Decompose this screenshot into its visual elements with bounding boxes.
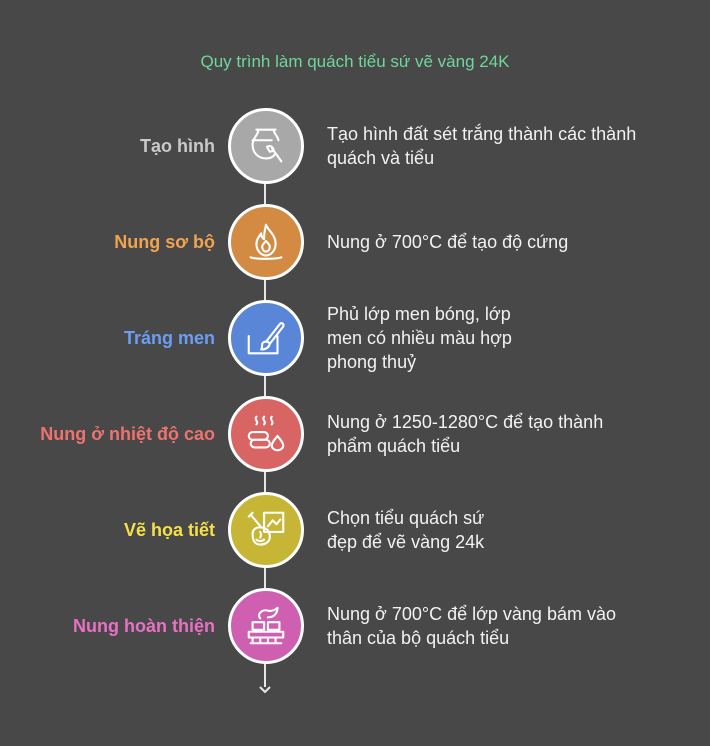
- kiln-tray-icon: [228, 588, 304, 664]
- step-nung-hoan-thien: Nung hoàn thiện Nung ở 700°C để lớp vàng…: [0, 588, 710, 668]
- step-description: Phủ lớp men bóng, lớp men có nhiều màu h…: [327, 304, 512, 372]
- step-description: Chọn tiểu quách sứ đẹp để vẽ vàng 24k: [327, 508, 485, 552]
- step-description: Nung ở 700°C để tạo độ cứng: [327, 232, 569, 252]
- step-label: Tạo hình: [140, 135, 215, 156]
- step-label: Nung sơ bộ: [114, 231, 215, 252]
- step-description: Tạo hình đất sét trắng thành các thành q…: [327, 124, 637, 168]
- step-nung-nhiet-do-cao: Nung ở nhiệt độ cao Nung ở 1250-1280°C đ…: [0, 396, 710, 476]
- step-description: Nung ở 700°C để lớp vàng bám vào thân củ…: [327, 604, 616, 648]
- vase-icon: [228, 108, 304, 184]
- flame-icon: [228, 204, 304, 280]
- step-label: Vẽ họa tiết: [123, 519, 215, 540]
- step-label: Nung hoàn thiện: [73, 615, 215, 636]
- step-ve-hoa-tiet: Vẽ họa tiết Chọn tiểu quách sứ đẹp để vẽ…: [0, 492, 710, 572]
- step-tao-hinh: Tạo hình Tạo hình đất sét trắng thành cá…: [0, 108, 710, 188]
- glaze-brush-icon: [228, 300, 304, 376]
- step-description: Nung ở 1250-1280°C để tạo thành phẩm quá…: [327, 412, 604, 456]
- diagram-title: Quy trình làm quách tiểu sứ vẽ vàng 24K: [200, 52, 510, 71]
- paint-pattern-icon: [228, 492, 304, 568]
- step-label: Tráng men: [123, 327, 215, 348]
- step-nung-so-bo: Nung sơ bộ Nung ở 700°C để tạo độ cứng: [0, 204, 710, 284]
- high-heat-icon: [228, 396, 304, 472]
- step-label: Nung ở nhiệt độ cao: [40, 423, 215, 444]
- arrow-down-icon: [259, 686, 271, 694]
- step-trang-men: Tráng men Phủ lớp men bóng, lớp men có n…: [0, 300, 710, 380]
